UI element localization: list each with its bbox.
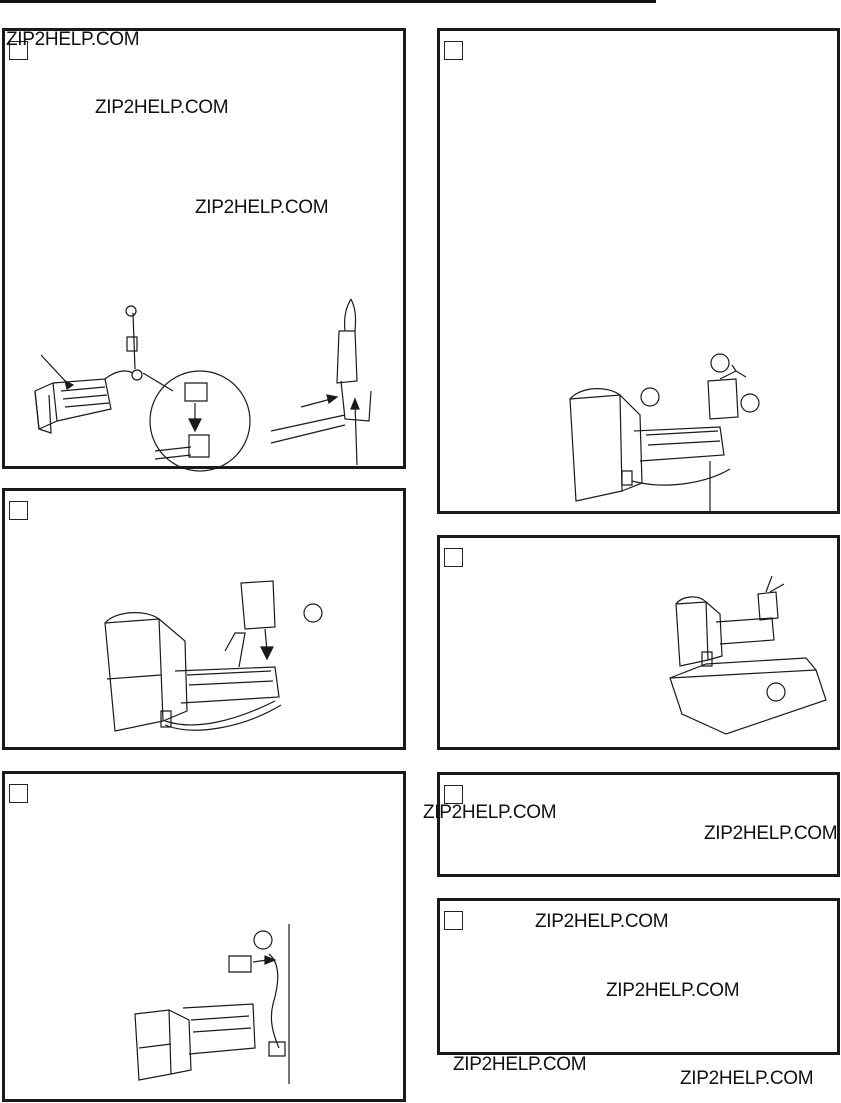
step-panel-7: [437, 898, 840, 1055]
step-number-box: [444, 785, 463, 804]
step-panel-6: [437, 772, 840, 877]
step-number-box: [9, 784, 28, 803]
header-rule: [0, 0, 656, 3]
watermark-text: ZIP2HELP.COM: [95, 97, 229, 118]
step-panel-1: [2, 28, 406, 469]
step-panel-4: [437, 28, 840, 514]
step-number-box: [444, 548, 463, 567]
step-number-box: [444, 911, 463, 930]
harness-illustration: [129, 924, 299, 1094]
step-panel-2: [2, 488, 406, 750]
step-number-box: [9, 41, 28, 60]
ice-maker-shield-illustration: [95, 571, 335, 741]
watermark-text: ZIP2HELP.COM: [680, 1068, 814, 1089]
watermark-text: ZIP2HELP.COM: [704, 823, 838, 844]
ice-maker-bin-illustration: [666, 574, 836, 744]
watermark-text: ZIP2HELP.COM: [195, 197, 329, 218]
watermark-text: ZIP2HELP.COM: [453, 1054, 587, 1075]
watermark-text: ZIP2HELP.COM: [606, 980, 740, 1001]
step-panel-5: [437, 535, 840, 750]
step-number-box: [9, 501, 28, 520]
watermark-text: ZIP2HELP.COM: [6, 29, 140, 50]
water-line-illustration: [5, 291, 405, 471]
ice-maker-mounting-illustration: [560, 351, 810, 511]
watermark-text: ZIP2HELP.COM: [535, 911, 669, 932]
step-panel-3: [2, 771, 406, 1102]
step-number-box: [444, 41, 463, 60]
watermark-text: ZIP2HELP.COM: [423, 802, 557, 823]
